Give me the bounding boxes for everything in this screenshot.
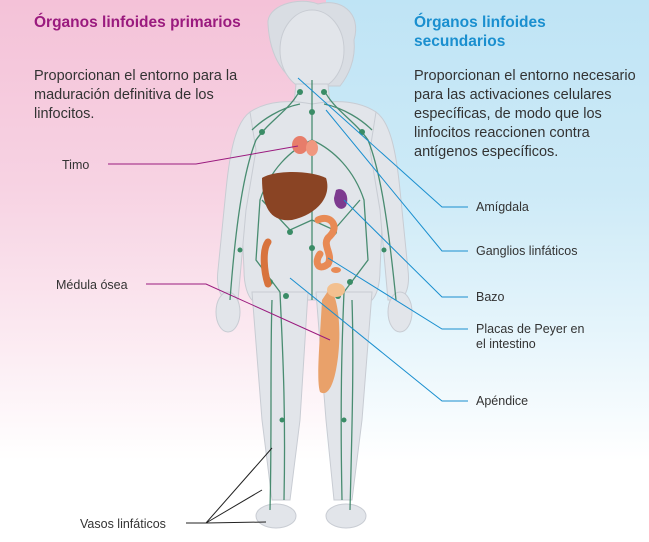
label-placas-line2: el intestino	[476, 337, 584, 352]
secondary-organs-description: Proporcionan el entorno necesario para l…	[414, 67, 646, 162]
right-leg	[252, 292, 308, 500]
label-timo: Timo	[62, 158, 89, 173]
primary-organs-description: Proporcionan el entorno para la maduraci…	[34, 67, 264, 124]
colon	[264, 242, 268, 284]
primary-organs-heading: Órganos linfoides primarios	[34, 13, 254, 32]
head	[280, 10, 344, 90]
label-placas-de-peyer: Placas de Peyer en el intestino	[476, 322, 584, 352]
label-placas-line1: Placas de Peyer en	[476, 322, 584, 337]
label-medula-osea: Médula ósea	[56, 278, 128, 293]
label-vasos-linfaticos: Vasos linfáticos	[80, 517, 166, 532]
secondary-organs-heading: Órganos linfoides secundarios	[414, 13, 634, 51]
label-ganglios-linfaticos: Ganglios linfáticos	[476, 244, 577, 259]
appendix	[331, 267, 341, 273]
label-apendice: Apéndice	[476, 394, 528, 409]
label-amigdala: Amígdala	[476, 200, 529, 215]
leader-vasos-3	[206, 522, 266, 523]
leader-vasos-2	[206, 490, 262, 523]
thymus-lobe	[306, 140, 318, 156]
femur-head	[327, 283, 345, 297]
left-foot	[326, 504, 366, 528]
right-foot	[256, 504, 296, 528]
thymus	[292, 136, 308, 154]
label-bazo: Bazo	[476, 290, 505, 305]
